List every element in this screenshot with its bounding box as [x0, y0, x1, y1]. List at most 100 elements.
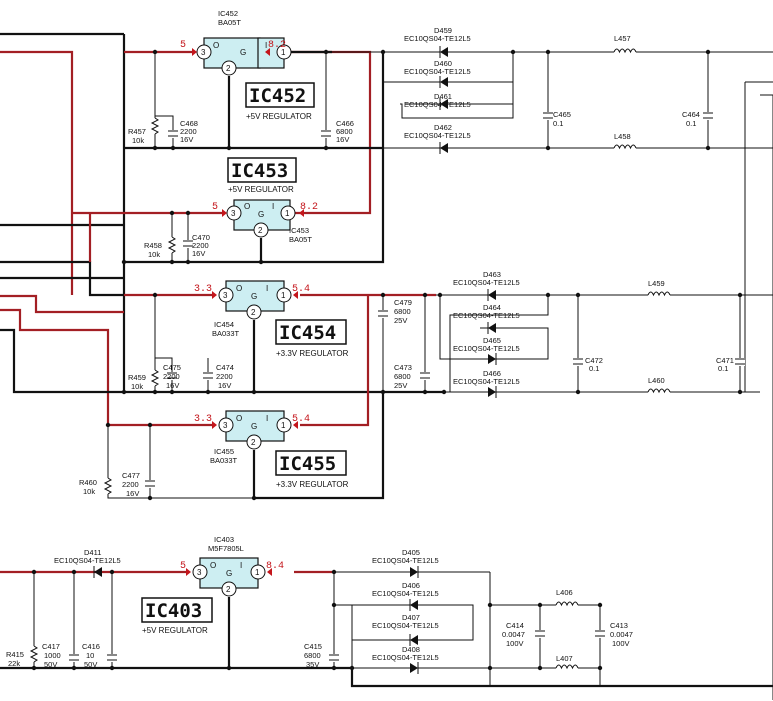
component-label: EC10QS04-TE12L5: [404, 100, 471, 109]
component-label: 16V: [218, 381, 231, 390]
ic454-desc: +3.3V REGULATOR: [276, 349, 349, 358]
component-label: EC10QS04-TE12L5: [453, 344, 520, 353]
component-label: 0.0047: [610, 630, 633, 639]
ic453-vin: 8.2: [300, 202, 318, 213]
ic403-vout: 5: [180, 561, 186, 572]
ic452-pin2: 2: [226, 64, 231, 73]
ic453-part: BA05T: [289, 235, 312, 244]
component-label: 10k: [132, 136, 144, 145]
ic454-g: G: [251, 292, 257, 301]
ic453-g: G: [258, 210, 264, 219]
component-label: 16V: [166, 381, 179, 390]
component-label: D466: [483, 369, 501, 378]
component-label: EC10QS04-TE12L5: [372, 621, 439, 630]
component-label: 16V: [126, 489, 139, 498]
component-label: 25V: [394, 381, 407, 390]
component-label: D461: [434, 92, 452, 101]
ic403-desc: +5V REGULATOR: [142, 626, 208, 635]
ic452-vout: 5: [180, 40, 186, 51]
ic403-vin: 8.4: [266, 561, 284, 572]
component-label: R458: [144, 241, 162, 250]
component-label: 2200: [122, 480, 139, 489]
ic454-pin2: 2: [251, 308, 256, 317]
ic403-g: G: [226, 569, 232, 578]
component-label: 2200: [216, 372, 233, 381]
component-label: EC10QS04-TE12L5: [404, 131, 471, 140]
component-label: 0.1: [718, 364, 728, 373]
ic454-vout: 3.3: [194, 284, 212, 295]
ic403-o: O: [210, 561, 216, 570]
component-label: 10k: [83, 487, 95, 496]
regulator-ic452: 3 1 2 O G I IC452 BA05T 5 8.2 IC452 +5V …: [180, 9, 315, 121]
component-label: C479: [394, 298, 412, 307]
ic455-title: IC455: [279, 453, 336, 475]
ic452-ref: IC452: [218, 9, 238, 18]
ic453-pin3: 3: [231, 209, 236, 218]
component-label: D407: [402, 613, 420, 622]
component-label: C415: [304, 642, 322, 651]
component-label: 10k: [131, 382, 143, 391]
component-label: R460: [79, 478, 97, 487]
component-label: 0.1: [686, 119, 696, 128]
inductor-l458: L458: [613, 132, 637, 152]
component-label: C416: [82, 642, 100, 651]
component-label: EC10QS04-TE12L5: [372, 556, 439, 565]
inductor-l407: L407: [555, 654, 579, 672]
component-label: C477: [122, 471, 140, 480]
ic455-vin: 5.4: [292, 414, 310, 425]
ic455-g: G: [251, 422, 257, 431]
ic455-pin1: 1: [281, 421, 286, 430]
ic455-ref: IC455: [214, 447, 234, 456]
component-label: D406: [402, 581, 420, 590]
ic454-pin3: 3: [223, 291, 228, 300]
ic454-title: IC454: [279, 322, 336, 344]
component-label: C474: [216, 363, 234, 372]
component-label: 0.1: [553, 119, 563, 128]
ic454-vin: 5.4: [292, 284, 310, 295]
component-label: EC10QS04-TE12L5: [404, 34, 471, 43]
component-label: C475: [163, 363, 181, 372]
ic455-part: BA033T: [210, 456, 238, 465]
ic452-pin3: 3: [201, 48, 206, 57]
ic454-ref: IC454: [214, 320, 234, 329]
component-label: R459: [128, 373, 146, 382]
regulator-ic403: 3 1 2 O G I IC403 M5F7805L 5 8.4 IC403 +…: [141, 535, 284, 635]
component-label: 50V: [44, 660, 57, 669]
ic455-o: O: [236, 414, 242, 423]
component-label: 0.1: [589, 364, 599, 373]
component-label: C466: [336, 119, 354, 128]
ic454-part: BA033T: [212, 329, 240, 338]
component-label: D460: [434, 59, 452, 68]
component-label: D463: [483, 270, 501, 279]
component-label: 25V: [394, 316, 407, 325]
component-label: L406: [556, 588, 573, 597]
ic452-pin1: 1: [281, 48, 286, 57]
ic452-g: G: [240, 48, 246, 57]
ic455-desc: +3.3V REGULATOR: [276, 480, 349, 489]
component-label: D464: [483, 303, 501, 312]
ic453-vout: 5: [212, 202, 218, 213]
component-label: C471: [716, 356, 734, 365]
ic454-i: I: [266, 284, 268, 293]
regulator-ic453: 3 1 2 O G I IC453 BA05T 5 8.2 IC453 +5V …: [212, 157, 318, 244]
